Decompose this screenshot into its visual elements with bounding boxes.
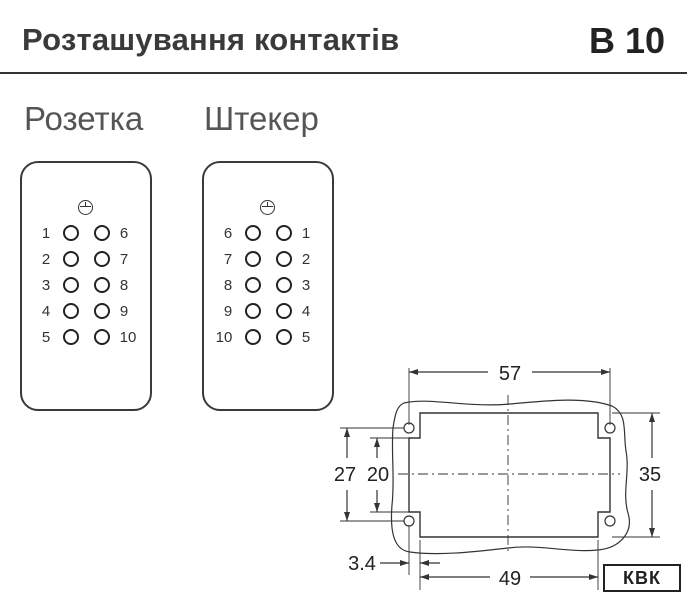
pin-label: 5 — [41, 329, 51, 346]
pin-label: 1 — [41, 225, 51, 242]
cutout-outline — [408, 412, 611, 538]
pin-label: 6 — [119, 225, 129, 242]
page-title: Розташування контактів — [22, 22, 400, 57]
pin-label: 6 — [223, 225, 233, 242]
pin-hole — [63, 303, 79, 319]
pin-hole — [276, 303, 292, 319]
brand-logo: КВК — [603, 564, 681, 592]
product-code: B 10 — [588, 20, 665, 61]
pin-hole — [63, 225, 79, 241]
flange-outline — [390, 399, 630, 555]
screw-hole — [604, 515, 616, 527]
dim-right-value: 35 — [639, 464, 661, 486]
pin-hole — [63, 329, 79, 345]
pin-label: 7 — [223, 251, 233, 268]
pin-label: 10 — [119, 329, 137, 346]
pin-hole — [245, 303, 261, 319]
pin-label: 3 — [41, 277, 51, 294]
pin-hole — [94, 277, 110, 293]
ground-icon — [260, 200, 275, 215]
pin-hole — [94, 225, 110, 241]
pin-label: 1 — [301, 225, 311, 242]
pin-hole — [276, 277, 292, 293]
pin-hole — [276, 225, 292, 241]
screw-hole — [403, 515, 415, 527]
pin-label: 5 — [301, 329, 311, 346]
pin-hole — [276, 329, 292, 345]
pin-label: 2 — [301, 251, 311, 268]
pin-hole — [245, 225, 261, 241]
pin-hole — [276, 251, 292, 267]
plug-label: Штекер — [204, 100, 319, 137]
plug-face: 6 7 8 9 10 1 2 3 4 5 — [202, 161, 334, 411]
ground-icon — [78, 200, 93, 215]
pin-hole — [94, 303, 110, 319]
pin-label: 8 — [223, 277, 233, 294]
pin-hole — [245, 329, 261, 345]
pin-label: 2 — [41, 251, 51, 268]
pin-hole — [63, 277, 79, 293]
pin-label: 8 — [119, 277, 129, 294]
dim-left-outer-value: 27 — [334, 464, 356, 486]
pin-hole — [63, 251, 79, 267]
pin-hole — [245, 251, 261, 267]
pin-hole — [94, 251, 110, 267]
pin-label: 4 — [301, 303, 311, 320]
pin-label: 3 — [301, 277, 311, 294]
pin-label: 4 — [41, 303, 51, 320]
title-divider — [0, 72, 687, 74]
dim-offset-value: 3.4 — [348, 553, 376, 575]
pin-label: 7 — [119, 251, 129, 268]
socket-label: Розетка — [24, 100, 144, 137]
pin-hole — [94, 329, 110, 345]
dim-top-value: 57 — [499, 363, 521, 385]
pin-hole — [245, 277, 261, 293]
socket-face: 1 2 3 4 5 6 7 8 9 10 — [20, 161, 152, 411]
dim-bottom-value: 49 — [499, 568, 521, 590]
dim-left-inner-value: 20 — [367, 464, 389, 486]
pin-label: 9 — [223, 303, 233, 320]
pin-label: 10 — [215, 329, 233, 346]
pin-label: 9 — [119, 303, 129, 320]
